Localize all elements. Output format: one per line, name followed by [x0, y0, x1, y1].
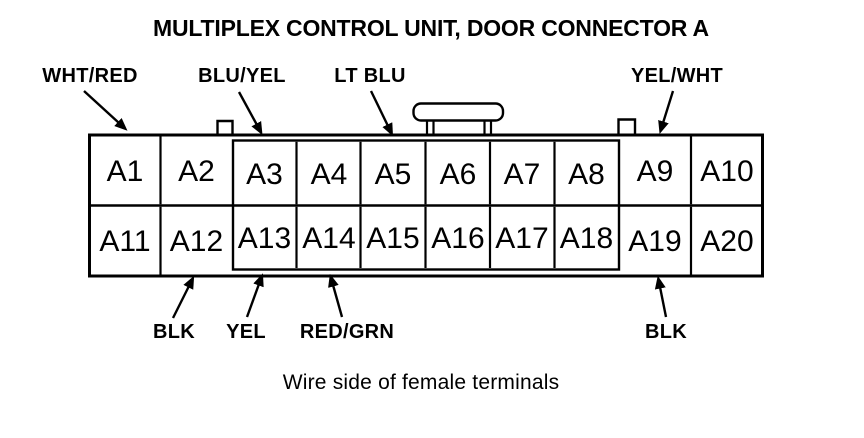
- arrow-blk-to-a19: [654, 275, 668, 318]
- pin-a13: A13: [238, 222, 291, 255]
- arrow-lt-blu-to-a5: [369, 90, 394, 137]
- pin-a1: A1: [107, 155, 144, 188]
- pin-a6: A6: [440, 158, 477, 191]
- pin-a12: A12: [170, 225, 223, 258]
- diagram-caption: Wire side of female terminals: [282, 371, 560, 394]
- pin-a4: A4: [311, 158, 348, 191]
- housing-tab-left: [216, 119, 234, 136]
- pin-a18: A18: [560, 222, 613, 255]
- top-row-dividers: [159, 136, 693, 205]
- latch-cap: [412, 102, 505, 122]
- arrow-blk-to-a12: [171, 275, 195, 319]
- pin-a8: A8: [568, 158, 605, 191]
- pin-a20: A20: [700, 225, 753, 258]
- pin-a16: A16: [431, 222, 484, 255]
- housing-tab-right: [617, 118, 637, 136]
- pin-a17: A17: [495, 222, 548, 255]
- wire-label-blk-left: BLK: [152, 321, 196, 343]
- pin-a19: A19: [628, 225, 681, 258]
- wire-label-yel-wht: YEL/WHT: [630, 65, 724, 87]
- wire-label-red-grn: RED/GRN: [299, 321, 395, 343]
- pin-a10: A10: [700, 155, 753, 188]
- wire-label-wht-red: WHT/RED: [42, 65, 138, 87]
- arrow-blu-yel-to-a3: [237, 91, 263, 136]
- arrow-yel-to-a13: [245, 273, 264, 318]
- wire-label-blu-yel: BLU/YEL: [198, 65, 286, 87]
- pin-a2: A2: [178, 155, 215, 188]
- arrow-red-grn-to-a14: [328, 273, 344, 318]
- pin-a3: A3: [246, 158, 283, 191]
- diagram-title: MULTIPLEX CONTROL UNIT, DOOR CONNECTOR A: [153, 15, 709, 41]
- pin-a9: A9: [637, 155, 674, 188]
- pin-a11: A11: [99, 225, 150, 258]
- arrow-yel-wht-to-a9: [658, 90, 675, 134]
- wire-label-lt-blu: LT BLU: [334, 65, 406, 87]
- pin-a15: A15: [366, 222, 419, 255]
- arrow-wht-red-to-a1: [83, 90, 128, 131]
- pin-a7: A7: [504, 158, 541, 191]
- bottom-row-dividers: [159, 206, 693, 275]
- wire-label-yel: YEL: [226, 321, 266, 343]
- pin-a5: A5: [375, 158, 412, 191]
- pin-a14: A14: [302, 222, 355, 255]
- connector-outline: [88, 133, 764, 278]
- wire-label-blk-right: BLK: [644, 321, 688, 343]
